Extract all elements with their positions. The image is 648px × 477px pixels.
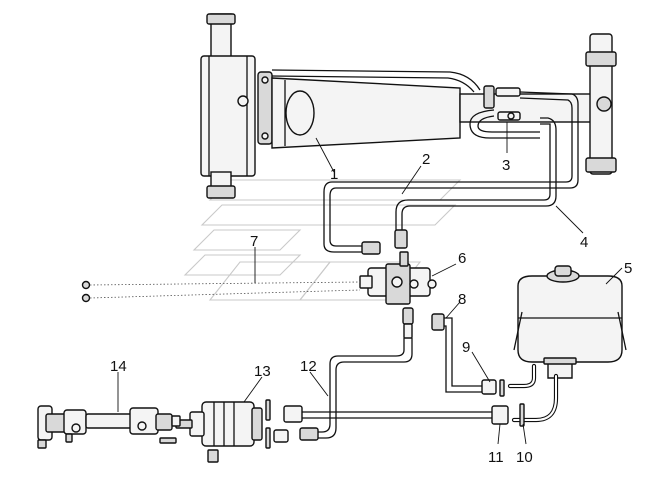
- leader-lines: [117, 122, 623, 445]
- callout-2: 2: [422, 151, 430, 168]
- control-cables: [81, 280, 361, 303]
- hydraulic-cylinder: [200, 13, 617, 199]
- hose-fitting-8: [431, 313, 482, 393]
- hose-line-2: [323, 91, 579, 253]
- callout-10: 10: [516, 449, 533, 466]
- hose-line-4: [395, 117, 557, 232]
- callout-4: 4: [580, 234, 588, 251]
- hydraulic-pump: [175, 399, 289, 463]
- callout-11: 11: [488, 449, 504, 466]
- hose-fitting-left: [361, 241, 381, 255]
- callout-3: 3: [502, 157, 510, 174]
- callout-6: 6: [458, 250, 466, 267]
- pressure-hose-12: [283, 338, 492, 441]
- hose-fitting-right: [394, 229, 408, 249]
- cardan-shaft: [37, 405, 181, 449]
- cylinder-fittings: [469, 85, 540, 139]
- oil-tank: [513, 265, 627, 379]
- callout-8: 8: [458, 291, 466, 308]
- callout-14: 14: [110, 358, 127, 375]
- callouts: 1 2 3 4 5 6 7 8 9 10 11 12 13 14: [110, 151, 632, 466]
- connector-11: [491, 405, 509, 425]
- callout-13: 13: [254, 363, 271, 380]
- callout-1: 1: [330, 166, 338, 183]
- clamp-10: [519, 403, 525, 427]
- callout-7: 7: [250, 233, 258, 250]
- callout-9: 9: [462, 339, 470, 356]
- callout-5: 5: [624, 260, 632, 277]
- hose-clamp-9: [481, 379, 505, 397]
- callout-12: 12: [300, 358, 317, 375]
- tank-hoses: [507, 363, 559, 423]
- control-valve: [359, 251, 437, 339]
